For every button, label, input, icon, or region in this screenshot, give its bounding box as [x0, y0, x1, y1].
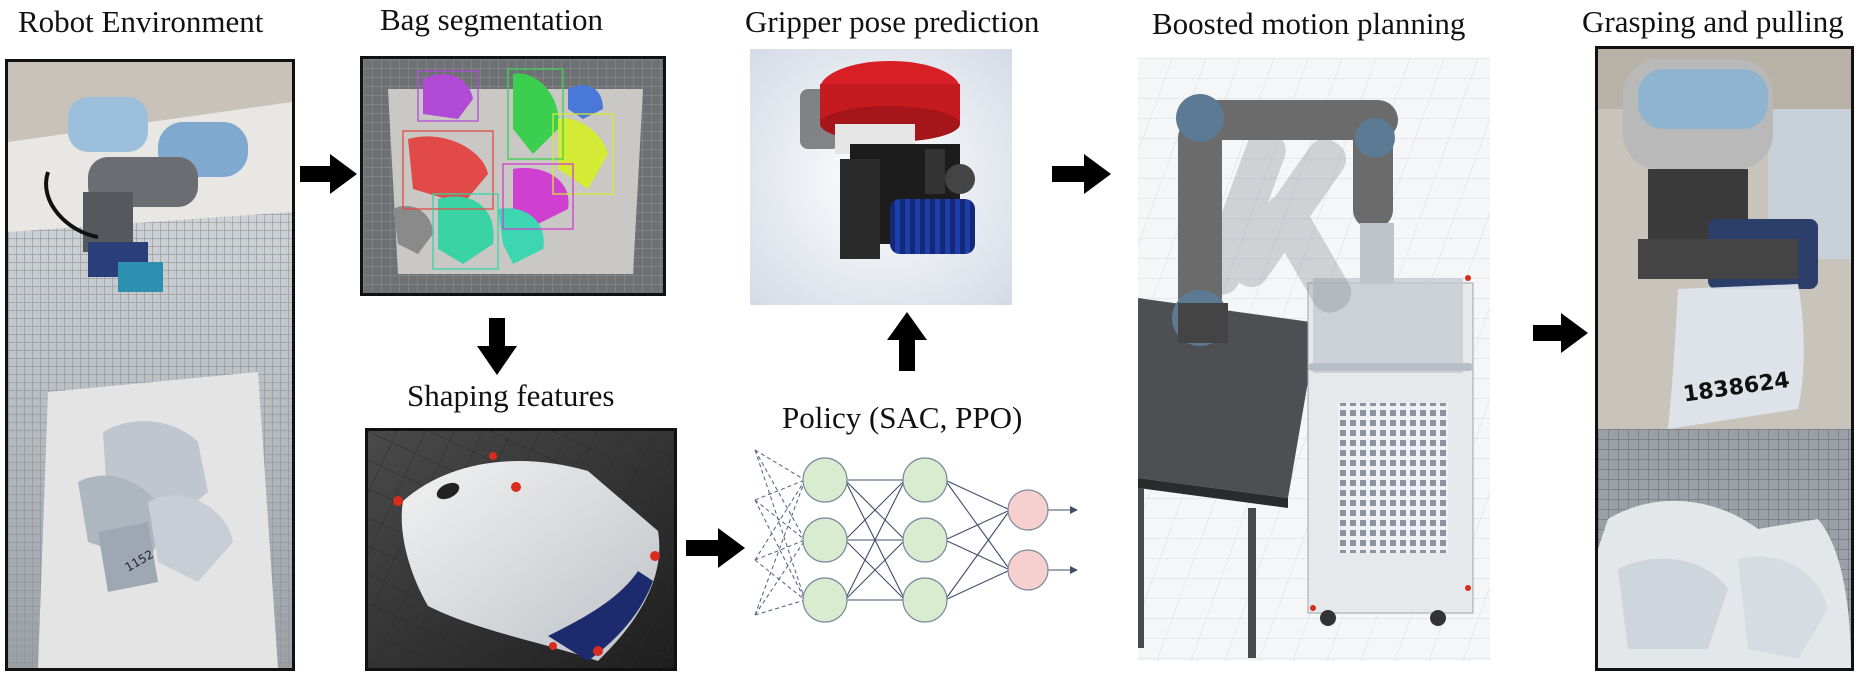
label-policy: Policy (SAC, PPO) [782, 400, 1023, 435]
neuron-h2-2 [902, 517, 948, 563]
policy-network [745, 440, 1090, 630]
label-robot-environment: Robot Environment [18, 4, 264, 39]
label-gripper-pose-prediction: Gripper pose prediction [745, 4, 1040, 39]
neuron-h1-1 [802, 457, 848, 503]
grasping-pulling-image: 1838624 [1595, 46, 1854, 671]
policy-network-svg [754, 449, 1078, 623]
label-grasping-and-pulling: Grasping and pulling [1582, 4, 1844, 39]
robot-environment-image: 1152 [5, 59, 295, 671]
gripper-pose-image [750, 49, 1012, 305]
neuron-h1-2 [802, 517, 848, 563]
motion-planning-image [1138, 58, 1490, 661]
arrow-gripper-to-planning [1052, 154, 1111, 194]
neuron-h1-3 [802, 577, 848, 623]
neuron-out-1 [1007, 489, 1049, 531]
arrow-policy-to-gripper [887, 312, 927, 371]
arrow-seg-to-shaping [477, 318, 517, 375]
shaping-features-image [365, 428, 677, 671]
label-bag-segmentation: Bag segmentation [380, 2, 603, 37]
arrow-env-to-seg [300, 154, 357, 194]
label-boosted-motion-planning: Boosted motion planning [1152, 6, 1466, 41]
label-shaping-features: Shaping features [407, 378, 615, 413]
neuron-h2-3 [902, 577, 948, 623]
arrow-planning-to-grasping [1533, 313, 1588, 353]
neuron-out-2 [1007, 549, 1049, 591]
bag-segmentation-image [360, 56, 666, 296]
arrow-shaping-to-policy [686, 528, 745, 568]
neuron-h2-1 [902, 457, 948, 503]
